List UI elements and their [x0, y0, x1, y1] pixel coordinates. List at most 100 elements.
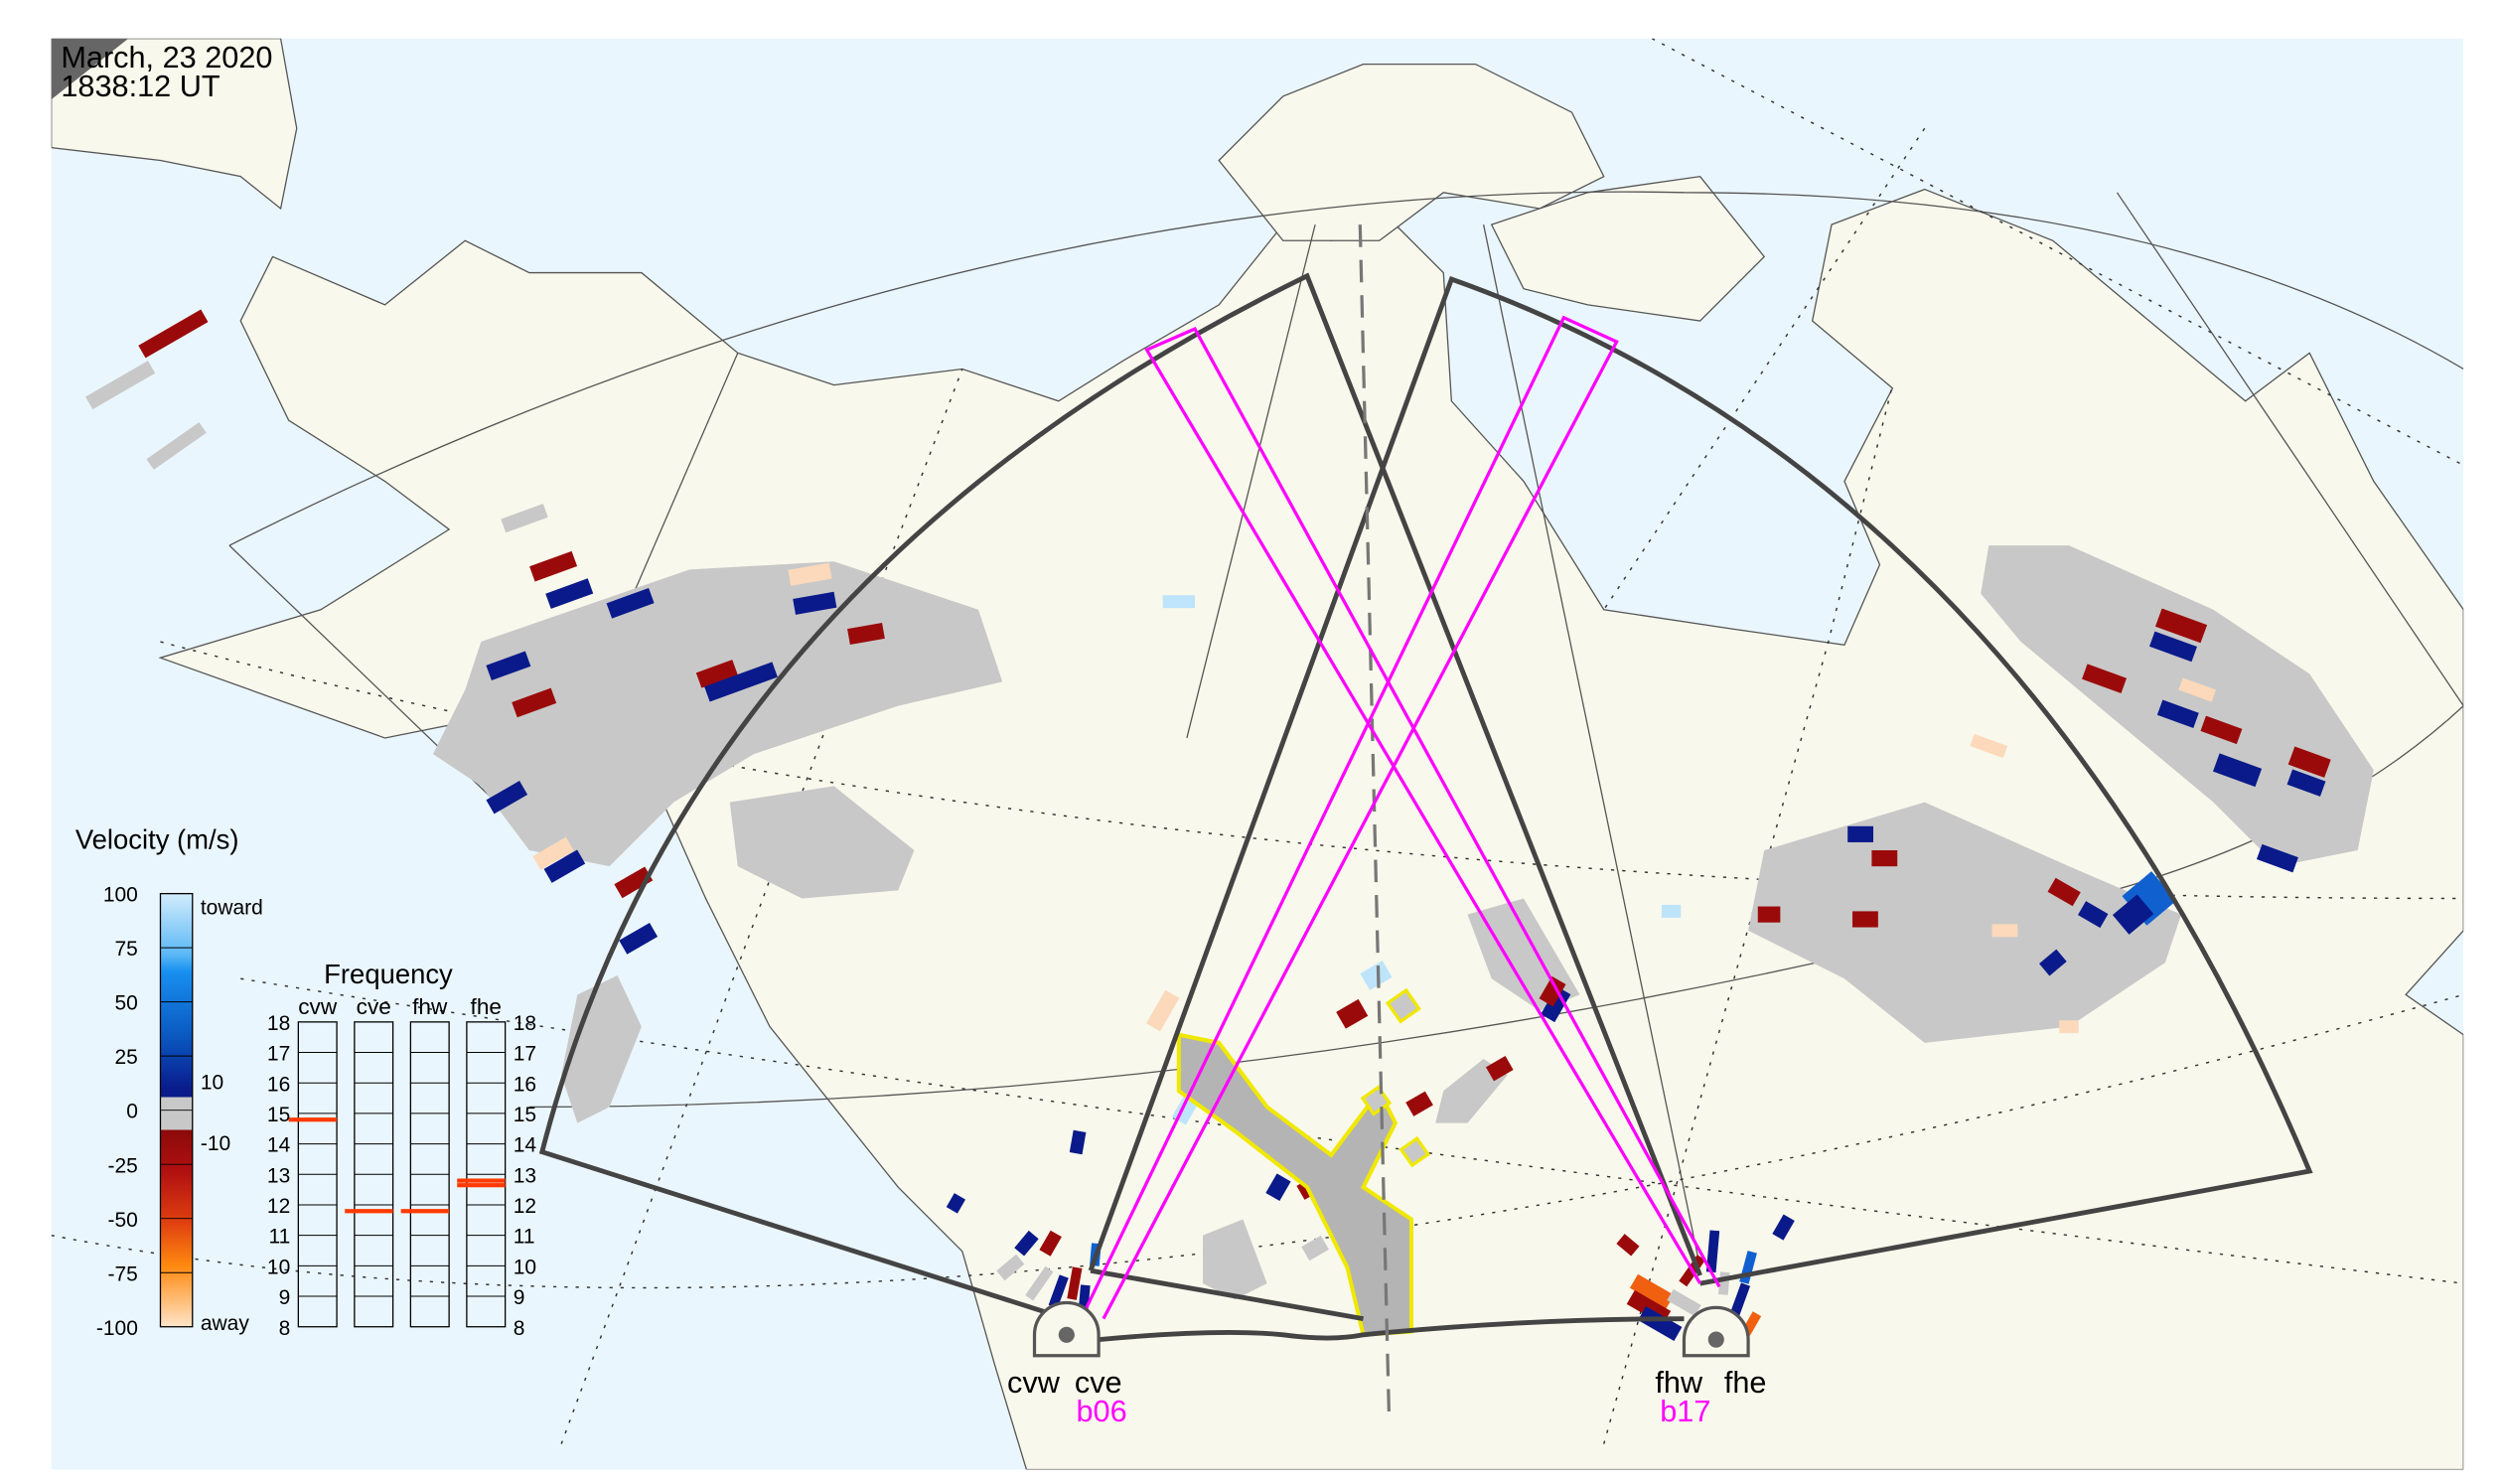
- echo-cell: [1705, 1230, 1720, 1273]
- frequency-marker-cvw: [288, 1117, 338, 1122]
- echo-cell: [1991, 924, 2018, 938]
- echo-cell: [545, 578, 594, 609]
- frequency-radar-label-cvw: cvw: [298, 994, 338, 1019]
- frequency-tick-right: 15: [514, 1104, 536, 1126]
- echo-cell: [2287, 746, 2331, 778]
- highlighted-cell: [1398, 1135, 1430, 1168]
- frequency-tick-left: 18: [267, 1012, 290, 1035]
- echo-cell: [614, 866, 654, 899]
- site-label-cve: cve: [1075, 1365, 1122, 1400]
- fov-cve-fhe: [1088, 275, 2313, 1286]
- echo-cell: [1638, 1305, 1683, 1341]
- echo-cell: [85, 361, 156, 410]
- beam-b17-outline: [1144, 327, 1721, 1288]
- fov-cvw-fhw: [538, 272, 1702, 1321]
- highlighted-beam-region: [1176, 1032, 1413, 1337]
- frequency-radar-label-fhe: fhe: [471, 994, 502, 1019]
- echo-cell: [1405, 1091, 1433, 1116]
- frequency-radar-label-cve: cve: [357, 994, 391, 1019]
- ground-scatter-region: [1748, 802, 2182, 1043]
- echo-cell: [606, 587, 655, 619]
- echo-cell: [1757, 906, 1781, 923]
- meridian-dashed-line: [1358, 224, 1391, 1412]
- echo-cell: [1772, 1214, 1795, 1241]
- echo-cell: [695, 660, 738, 688]
- echo-cell: [1729, 1282, 1751, 1317]
- radar-echoes: [85, 309, 2374, 1341]
- echo-cell: [1629, 1273, 1675, 1309]
- frequency-tick-left: 14: [267, 1134, 291, 1157]
- echo-cell: [486, 651, 531, 681]
- echo-cell: [1852, 911, 1878, 928]
- highlighted-cell: [1385, 987, 1421, 1024]
- echo-cell: [1541, 986, 1571, 1023]
- echo-cell: [1048, 1274, 1069, 1309]
- echo-cell: [1539, 975, 1566, 1007]
- selected-beams: [1083, 315, 1721, 1320]
- fov-cve-south-edge: [1090, 1267, 1364, 1322]
- velocity-tick: 0: [126, 1101, 138, 1123]
- landmasses: [51, 38, 2464, 1470]
- frequency-marker-fhe: [457, 1178, 506, 1183]
- echo-cell: [1871, 850, 1898, 867]
- velocity-tick: -50: [108, 1209, 138, 1232]
- frequency-tick-left: 11: [268, 1226, 290, 1249]
- radar-fields-of-view: [538, 272, 2313, 1343]
- echo-cell: [1067, 1266, 1083, 1300]
- echo-cell: [529, 550, 578, 582]
- echo-cell: [501, 504, 548, 533]
- ground-scatter-region: [1435, 1058, 1508, 1123]
- beam-label-b06: b06: [1076, 1394, 1126, 1428]
- echo-cell: [2154, 608, 2208, 644]
- frequency-tick-right: 9: [514, 1286, 525, 1309]
- velocity-legend-title: Velocity (m/s): [75, 823, 239, 854]
- echo-cell: [1970, 733, 2008, 759]
- echo-cell: [512, 687, 557, 718]
- ground-scatter-region: [561, 975, 642, 1123]
- frequency-marker-fhe: [457, 1183, 506, 1188]
- echo-cell: [1301, 1235, 1329, 1261]
- frequency-tick-right: 12: [514, 1195, 536, 1218]
- echo-cell: [1360, 961, 1393, 990]
- echo-cell: [2200, 715, 2243, 745]
- echo-cell: [2286, 769, 2326, 797]
- frequency-tick-left: 8: [279, 1317, 291, 1340]
- time-label: 1838:12 UT: [61, 69, 221, 103]
- echo-cell: [1039, 1230, 1062, 1257]
- ground-scatter-region: [1203, 1219, 1267, 1300]
- echo-cell: [1847, 825, 1874, 842]
- frequency-tick-right: 18: [514, 1012, 536, 1035]
- frequency-tick-left: 16: [267, 1073, 290, 1096]
- beam-b06-outline: [1083, 315, 1619, 1320]
- site-label-cvw: cvw: [1007, 1365, 1061, 1400]
- echo-cell: [146, 422, 207, 470]
- beam-label-b17: b17: [1660, 1394, 1710, 1428]
- echo-cell: [793, 591, 837, 615]
- echo-cell: [1069, 1129, 1087, 1155]
- echo-cell: [2213, 753, 2263, 788]
- velocity-tick: 25: [115, 1046, 138, 1069]
- away-label: away: [201, 1312, 249, 1335]
- velocity-tick: -100: [96, 1317, 138, 1340]
- fov-south-boundary: [1098, 1316, 1685, 1343]
- echo-cell: [1718, 1271, 1730, 1295]
- echo-cell: [1336, 998, 1369, 1029]
- echo-cell: [2039, 949, 2067, 976]
- frequency-tick-left: 9: [279, 1286, 291, 1309]
- map-area: cvw cve b06 fhw fhe b17 March, 23 2020 1…: [51, 38, 2464, 1470]
- ground-scatter-upper-label: 10: [201, 1072, 223, 1095]
- site-label-fhe: fhe: [1724, 1365, 1767, 1400]
- echo-cell: [1146, 989, 1180, 1032]
- echo-cell: [1025, 1265, 1054, 1301]
- echo-cell: [1162, 595, 1195, 609]
- echo-cell: [1014, 1230, 1039, 1257]
- velocity-tick: -75: [108, 1262, 138, 1285]
- echo-cell: [847, 622, 885, 646]
- frequency-marker-fhw: [400, 1209, 450, 1214]
- frequency-tick-left: 15: [267, 1104, 290, 1126]
- site-label-fhw: fhw: [1655, 1365, 1703, 1400]
- velocity-tick: -25: [108, 1154, 138, 1177]
